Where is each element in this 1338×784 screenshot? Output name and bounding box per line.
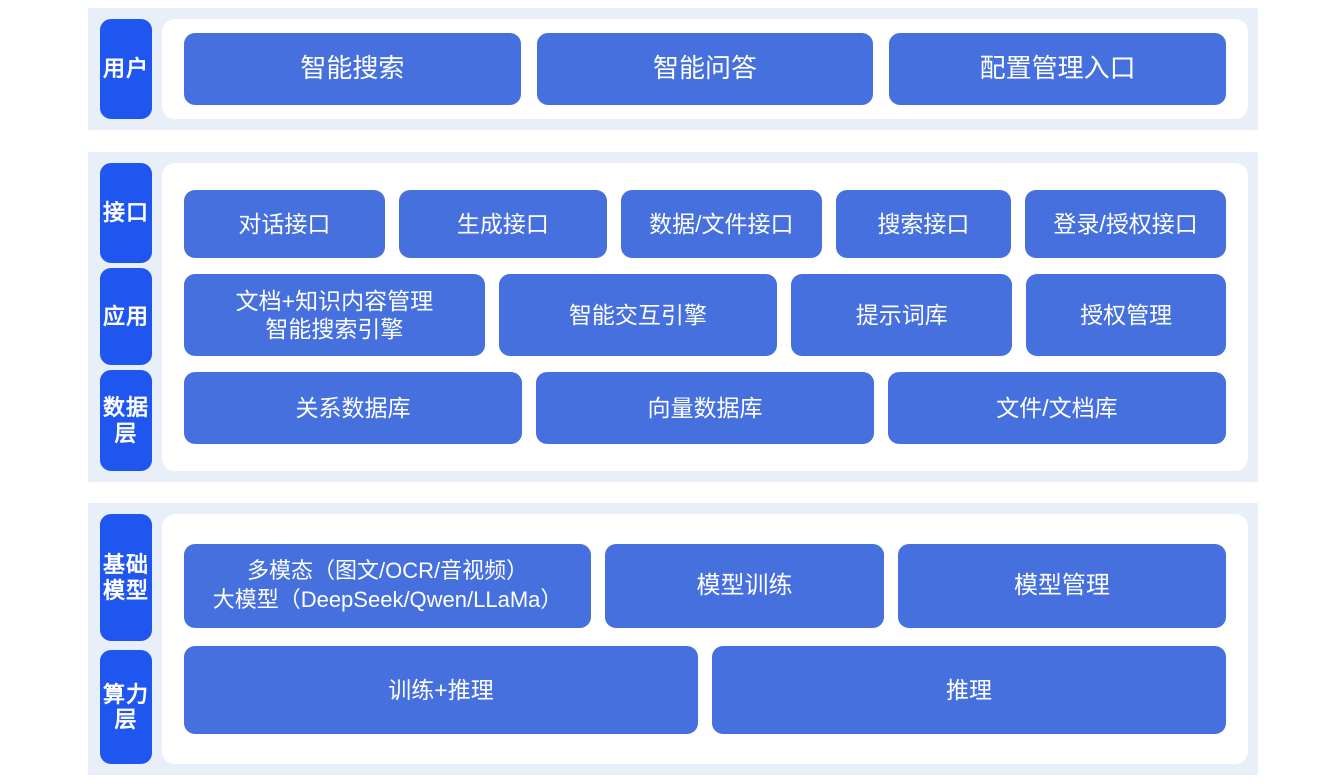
chip-vector-database[interactable]: 向量数据库	[536, 372, 874, 444]
rail-users: 用户	[100, 19, 152, 119]
data-layer-row: 关系数据库 向量数据库 文件/文档库	[184, 372, 1226, 444]
chip-login-auth-api[interactable]: 登录/授权接口	[1025, 190, 1226, 258]
chip-generation-api[interactable]: 生成接口	[398, 190, 607, 258]
chip-search-api[interactable]: 搜索接口	[835, 190, 1012, 258]
rail-label-application[interactable]: 应用	[100, 268, 152, 365]
section-middle: 接口 应用 数据层 对话接口 生成接口 数据/文件接口 搜索接口 登录/授权接口…	[88, 152, 1258, 482]
chip-document-knowledge-management[interactable]: 文档+知识内容管理 智能搜索引擎	[184, 274, 485, 356]
chip-inference[interactable]: 推理	[712, 646, 1226, 734]
chip-prompt-library[interactable]: 提示词库	[791, 274, 1013, 356]
rail-label-compute[interactable]: 算力层	[100, 650, 152, 764]
panel-base: 多模态（图文/OCR/音视频） 大模型（DeepSeek/Qwen/LLaMa）…	[162, 514, 1248, 764]
rail-label-interface[interactable]: 接口	[100, 163, 152, 263]
chip-smart-interaction-engine[interactable]: 智能交互引擎	[498, 274, 778, 356]
chip-smart-search[interactable]: 智能搜索	[184, 33, 521, 105]
model-row: 多模态（图文/OCR/音视频） 大模型（DeepSeek/Qwen/LLaMa）…	[184, 544, 1226, 628]
chip-authorization-management[interactable]: 授权管理	[1026, 274, 1226, 356]
rail-label-users[interactable]: 用户	[100, 19, 152, 119]
interface-row: 对话接口 生成接口 数据/文件接口 搜索接口 登录/授权接口	[184, 190, 1226, 258]
chip-dialog-api[interactable]: 对话接口	[184, 190, 385, 258]
chip-training-inference[interactable]: 训练+推理	[184, 646, 698, 734]
section-base: 基础模型 算力层 多模态（图文/OCR/音视频） 大模型（DeepSeek/Qw…	[88, 503, 1258, 775]
section-users: 用户 智能搜索 智能问答 配置管理入口	[88, 8, 1258, 130]
chip-data-file-api[interactable]: 数据/文件接口	[620, 190, 822, 258]
chip-model-management[interactable]: 模型管理	[897, 544, 1226, 628]
chip-smart-qa[interactable]: 智能问答	[536, 33, 874, 105]
rail-base: 基础模型 算力层	[100, 514, 152, 764]
user-entry-row: 智能搜索 智能问答 配置管理入口	[184, 33, 1227, 105]
chip-multimodal-large-model[interactable]: 多模态（图文/OCR/音视频） 大模型（DeepSeek/Qwen/LLaMa）	[184, 544, 592, 628]
compute-row: 训练+推理 推理	[184, 646, 1226, 734]
rail-middle: 接口 应用 数据层	[100, 163, 152, 471]
chip-file-document-store[interactable]: 文件/文档库	[888, 372, 1226, 444]
panel-users: 智能搜索 智能问答 配置管理入口	[162, 19, 1248, 119]
rail-label-data[interactable]: 数据层	[100, 370, 152, 471]
chip-relational-database[interactable]: 关系数据库	[184, 372, 522, 444]
chip-model-training[interactable]: 模型训练	[605, 544, 884, 628]
panel-middle: 对话接口 生成接口 数据/文件接口 搜索接口 登录/授权接口 文档+知识内容管理…	[162, 163, 1248, 471]
rail-label-foundation-model[interactable]: 基础模型	[100, 514, 152, 641]
application-row: 文档+知识内容管理 智能搜索引擎 智能交互引擎 提示词库 授权管理	[184, 274, 1226, 356]
chip-config-management-entry[interactable]: 配置管理入口	[889, 33, 1227, 105]
